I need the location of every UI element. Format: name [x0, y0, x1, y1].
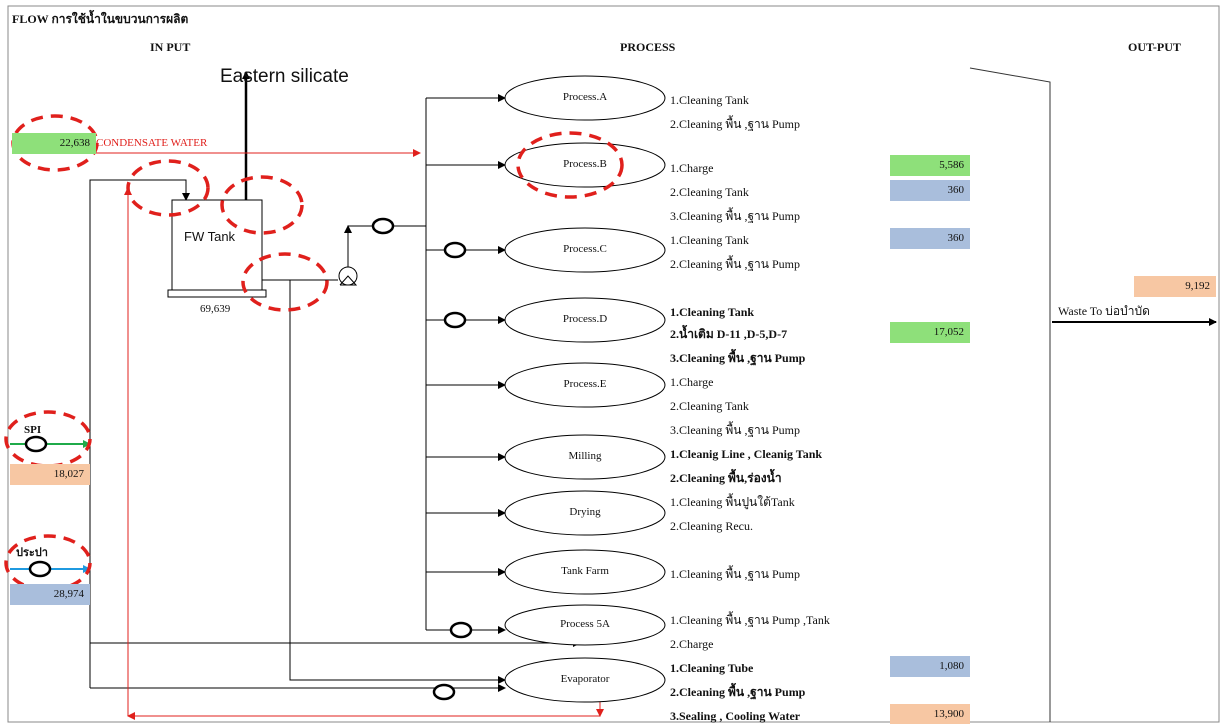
task-item: 1.Cleaning Tank	[670, 93, 749, 107]
milling-label: Milling	[568, 450, 602, 462]
process-a-node	[504, 75, 666, 121]
task-item: 1.Charge	[670, 161, 714, 175]
task-item: 2.Charge	[670, 637, 714, 651]
process-5a-label: Process 5A	[560, 618, 610, 630]
evaporator-node	[504, 657, 666, 703]
spi-label: SPI	[24, 424, 42, 436]
input-header: IN PUT	[150, 40, 191, 54]
fw-tank-base	[167, 289, 267, 298]
milling-node	[504, 434, 666, 480]
fw-tank-body	[171, 199, 263, 291]
meter-icon	[24, 435, 48, 453]
task-item: 1.Cleaning พื้นปูนใต้Tank	[670, 495, 795, 509]
condensate-label: CONDENSATE WATER	[96, 137, 208, 149]
drying-label: Drying	[569, 506, 601, 518]
process-a-label: Process.A	[562, 91, 608, 103]
process-5a-node	[504, 604, 666, 646]
task-item: 1.Charge	[670, 375, 714, 389]
outer-frame	[7, 5, 1220, 723]
highlight-circle	[241, 252, 329, 312]
tank-outlet-line	[262, 279, 506, 684]
process-b-cleaning-value: 360	[890, 180, 970, 201]
process-e-label: Process.E	[563, 378, 607, 390]
condensate-value: 22,638	[12, 133, 96, 154]
process-d-refill-value: 17,052	[890, 322, 970, 343]
process-d-label: Process.D	[562, 313, 608, 325]
highlight-circle	[516, 131, 624, 199]
task-item: 3.Sealing , Cooling Water	[670, 709, 801, 723]
task-item: 2.Cleaning Recu.	[670, 519, 753, 533]
task-item: 1.Cleaning Tube	[670, 661, 754, 675]
output-bracket	[969, 67, 1051, 722]
highlight-circle	[4, 410, 92, 468]
diagram-title: FLOW การใช้น้ำในขบวนการผลิต	[12, 12, 189, 26]
task-item: 1.Cleaning พื้น ,ฐาน Pump	[670, 567, 801, 581]
tank-farm-label: Tank Farm	[561, 565, 609, 577]
fw-tank-value: 69,639	[200, 303, 231, 315]
task-item: 1.Cleanig Line , Cleanig Tank	[670, 447, 823, 461]
task-item: 2.Cleaning พื้น ,ฐาน Pump	[670, 117, 801, 131]
meter-icon	[449, 621, 473, 639]
tapwater-value: 28,974	[10, 584, 90, 605]
task-item: 3.Cleaning พื้น ,ฐาน Pump	[670, 351, 806, 365]
output-header: OUT-PUT	[1128, 40, 1181, 54]
process-b-node	[504, 142, 666, 188]
tapwater-label: ประปา	[16, 547, 48, 559]
fw-tank-label: FW Tank	[184, 229, 236, 244]
meter-icon	[443, 241, 467, 259]
process-header: PROCESS	[620, 40, 676, 54]
process-c-label: Process.C	[563, 243, 607, 255]
task-item: 2.Cleaning พื้น ,ฐาน Pump	[670, 685, 806, 699]
meter-icon	[28, 560, 52, 578]
task-item: 2.Cleaning Tank	[670, 185, 749, 199]
task-item: 2.น้ำเติม D-11 ,D-5,D-7	[670, 327, 788, 341]
task-item: 1.Cleaning Tank	[670, 233, 749, 247]
process-b-label: Process.B	[563, 158, 607, 170]
process-c-node	[504, 227, 666, 273]
task-item: 2.Cleaning Tank	[670, 399, 749, 413]
meter-icon	[432, 683, 456, 701]
left-trunk-line	[89, 179, 190, 688]
tank-farm-node	[504, 549, 666, 595]
waste-label: Waste To บ่อบำบัด	[1058, 304, 1150, 318]
output-total-value: 9,192	[1134, 276, 1216, 297]
task-item: 2.Cleaning พื้น ,ฐาน Pump	[670, 257, 801, 271]
process-e-node	[504, 362, 666, 408]
task-item: 1.Cleaning Tank	[670, 305, 755, 319]
eastern-silicate-label: Eastern silicate	[220, 66, 349, 87]
spi-value: 18,027	[10, 464, 90, 485]
highlight-circle	[4, 534, 92, 592]
highlight-circle	[220, 175, 304, 235]
evaporator-label: Evaporator	[560, 673, 610, 685]
task-item: 3.Cleaning พื้น ,ฐาน Pump	[670, 209, 801, 223]
task-item: 3.Cleaning พื้น ,ฐาน Pump	[670, 423, 801, 437]
meter-icon	[371, 217, 395, 235]
evaporator-sealing-value: 13,900	[890, 704, 970, 724]
task-item: 2.Cleaning พื้น,ร่องน้ำ	[670, 471, 782, 485]
highlight-circle	[126, 159, 210, 217]
process-b-charge-value: 5,586	[890, 155, 970, 176]
process-d-node	[504, 297, 666, 343]
task-item: 1.Cleaning พื้น ,ฐาน Pump ,Tank	[670, 613, 830, 627]
evaporator-tube-value: 1,080	[890, 656, 970, 677]
process-c-cleaning-value: 360	[890, 228, 970, 249]
drying-node	[504, 490, 666, 536]
meter-icon	[443, 311, 467, 329]
